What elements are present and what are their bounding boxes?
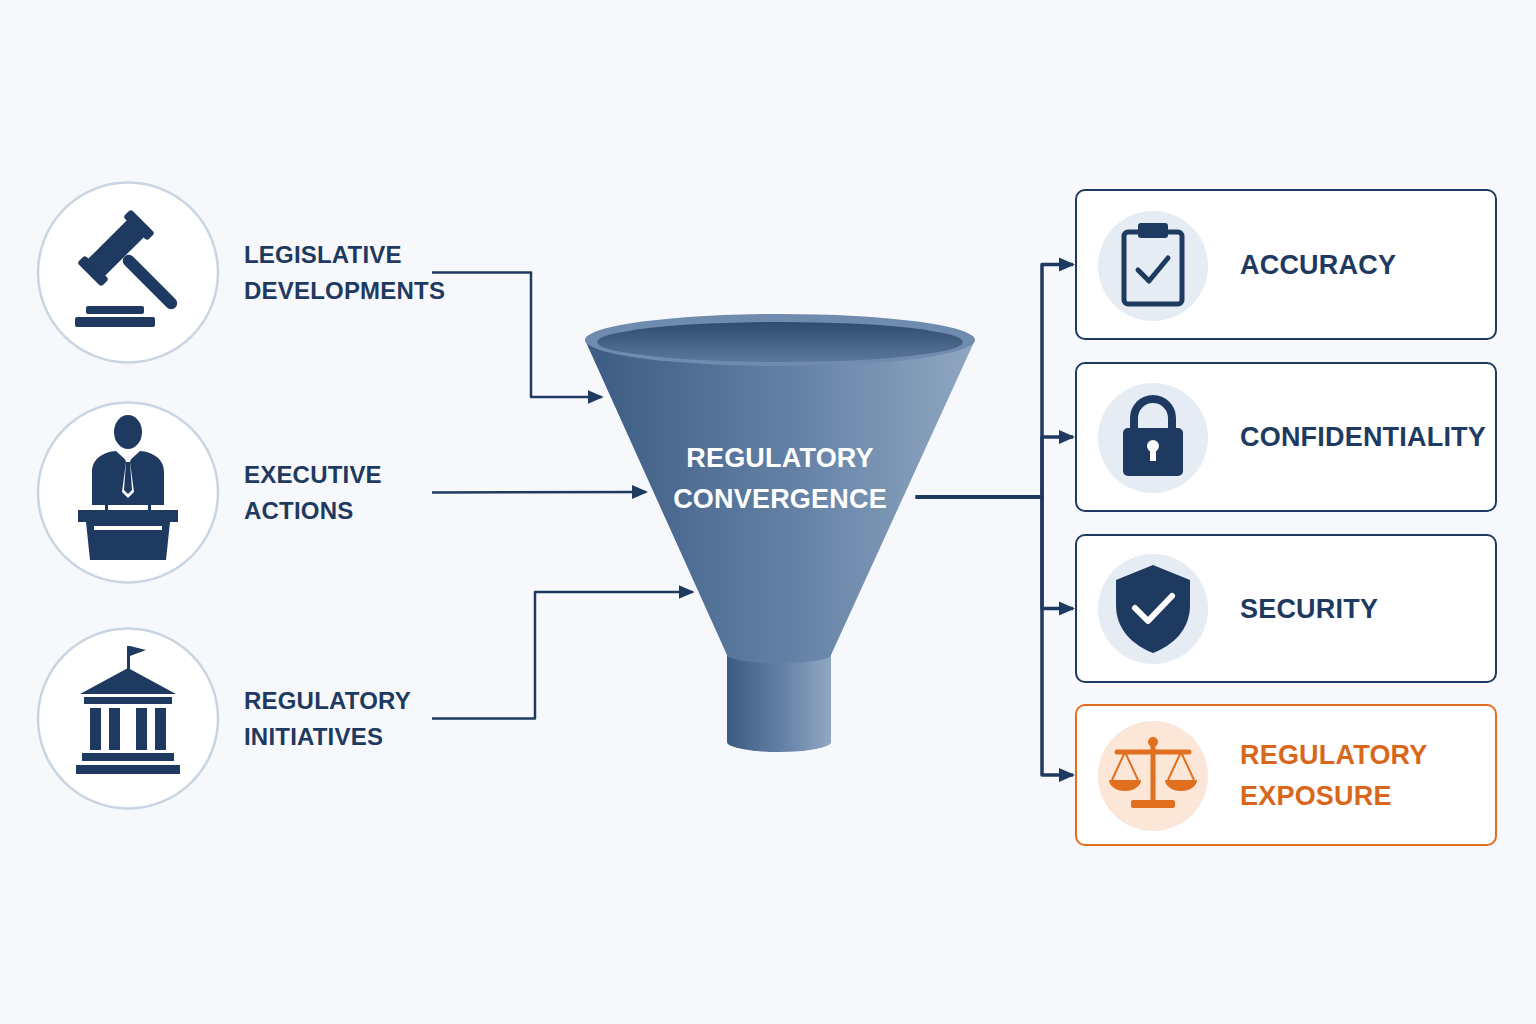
circle-outline [38,183,218,363]
scales-icon [1109,737,1197,808]
gavel-icon [75,209,202,334]
funnel-mouth [597,322,963,362]
source-label: EXECUTIVE ACTIONS [244,457,444,529]
clipboard-icon [1124,223,1182,304]
funnel-rim [585,314,975,366]
source-label: REGULATORY INITIATIVES [244,683,444,755]
convergence-funnel: REGULATORY CONVERGENCE [580,312,980,752]
lock-icon [1123,399,1183,476]
flow-arrow [916,497,1073,609]
icon-badge [1098,554,1208,664]
funnel-label: REGULATORY CONVERGENCE [660,438,900,519]
circle-outline [36,400,432,585]
icon-badge [1098,721,1208,831]
flow-arrow [916,265,1073,498]
source-label: LEGISLATIVE DEVELOPMENTS [244,237,444,309]
circle-outline [36,180,432,365]
funnel-outline [580,312,980,752]
circle-outline [38,403,218,583]
flow-arrow [916,497,1073,775]
flow-arrow [432,273,602,398]
outcome-box: SECURITY [1075,534,1497,683]
source-circle: REGULATORY INITIATIVES [36,626,432,811]
exposure-box: REGULATORY EXPOSURE [1075,704,1497,846]
funnel-cone [585,340,975,663]
source-circle: LEGISLATIVE DEVELOPMENTS [36,180,432,365]
outcome-label: SECURITY [1240,588,1490,629]
building-icon [76,646,180,774]
flow-arrow [432,491,646,494]
icon-badge [1098,383,1208,493]
speaker-icon [78,415,178,560]
flow-arrow [432,592,693,719]
outcome-label: ACCURACY [1240,244,1490,285]
circle-outline [38,629,218,809]
shield-icon [1116,565,1190,653]
outcome-label: CONFIDENTIALITY [1240,417,1490,458]
outcome-box: ACCURACY [1075,189,1497,340]
funnel-spout [727,655,831,752]
circle-outline [36,626,432,811]
source-circle: EXECUTIVE ACTIONS [36,400,432,585]
icon-badge [1098,211,1208,321]
outcome-label: REGULATORY EXPOSURE [1240,735,1490,816]
flow-arrow [916,437,1073,497]
outcome-box: CONFIDENTIALITY [1075,362,1497,512]
